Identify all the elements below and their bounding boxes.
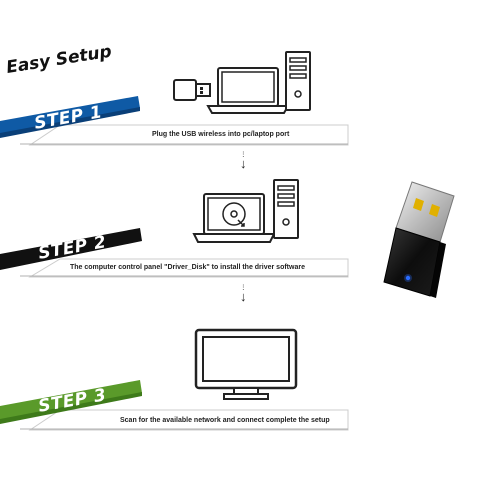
step-2-instruction: The computer control panel "Driver_Disk"… [70, 264, 305, 271]
desktop-tower-icon-2 [273, 179, 299, 239]
step-3-panel [28, 409, 349, 431]
down-arrow-1: ⋮ ↓ [240, 152, 247, 171]
laptop-disk-icon [192, 193, 276, 243]
step-3-instruction: Scan for the available network and conne… [120, 417, 330, 424]
step-1-panel [28, 124, 349, 146]
step-1-instruction: Plug the USB wireless into pc/laptop por… [152, 131, 290, 138]
laptop-icon [206, 67, 290, 114]
step-1-banner [0, 96, 140, 138]
step-2-banner [0, 228, 142, 270]
usb-wifi-adapter [383, 181, 455, 298]
desktop-tower-icon [285, 51, 311, 111]
step-3-banner [0, 380, 142, 424]
step-2-panel [28, 258, 349, 278]
monitor-icon [194, 328, 298, 400]
usb-adapter-small-icon [173, 79, 211, 101]
down-arrow-2: ⋮ ↓ [240, 285, 247, 304]
